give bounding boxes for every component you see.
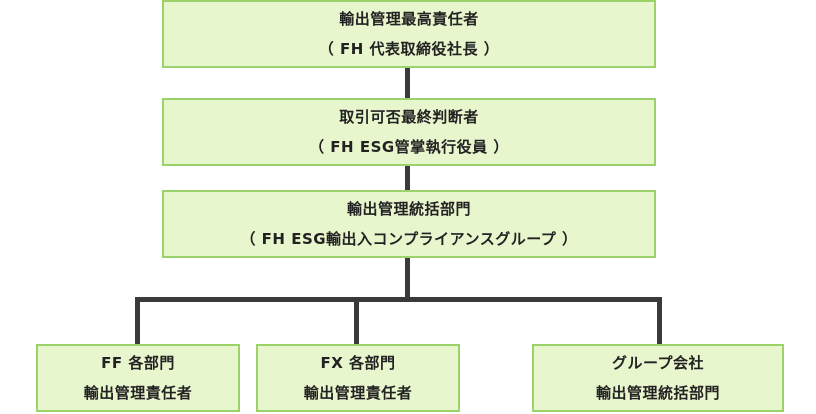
connector-branch-bus bbox=[135, 297, 662, 302]
node-fx-departments: FX 各部門 輸出管理責任者 bbox=[256, 344, 460, 412]
node-subtitle: 輸出管理責任者 bbox=[303, 384, 413, 402]
connector-judge-to-dept bbox=[405, 166, 410, 190]
node-export-control-dept: 輸出管理統括部門 （ FH ESG輸出入コンプライアンスグループ ） bbox=[162, 190, 656, 258]
node-title: 輸出管理統括部門 bbox=[346, 200, 471, 218]
node-export-control-chief: 輸出管理最高責任者 （ FH 代表取締役社長 ） bbox=[162, 0, 656, 68]
node-subtitle: 輸出管理統括部門 bbox=[595, 384, 720, 402]
node-group-companies: グループ会社 輸出管理統括部門 bbox=[532, 344, 784, 412]
node-title: グループ会社 bbox=[611, 354, 705, 372]
connector-branch-ff bbox=[135, 297, 140, 344]
connector-branch-group bbox=[657, 297, 662, 344]
node-subtitle: （ FH ESG管掌執行役員 ） bbox=[309, 138, 509, 156]
connector-branch-fx bbox=[354, 297, 359, 344]
node-subtitle: （ FH ESG輸出入コンプライアンスグループ ） bbox=[240, 230, 578, 248]
node-subtitle: 輸出管理責任者 bbox=[83, 384, 193, 402]
node-title: FF 各部門 bbox=[101, 354, 175, 372]
connector-dept-to-branches bbox=[405, 258, 410, 300]
node-ff-departments: FF 各部門 輸出管理責任者 bbox=[36, 344, 240, 412]
node-title: 取引可否最終判断者 bbox=[339, 108, 479, 126]
node-title: 輸出管理最高責任者 bbox=[339, 10, 479, 28]
node-subtitle: （ FH 代表取締役社長 ） bbox=[318, 40, 500, 58]
node-title: FX 各部門 bbox=[320, 354, 396, 372]
node-final-decision-maker: 取引可否最終判断者 （ FH ESG管掌執行役員 ） bbox=[162, 98, 656, 166]
connector-exec-to-judge bbox=[405, 68, 410, 98]
